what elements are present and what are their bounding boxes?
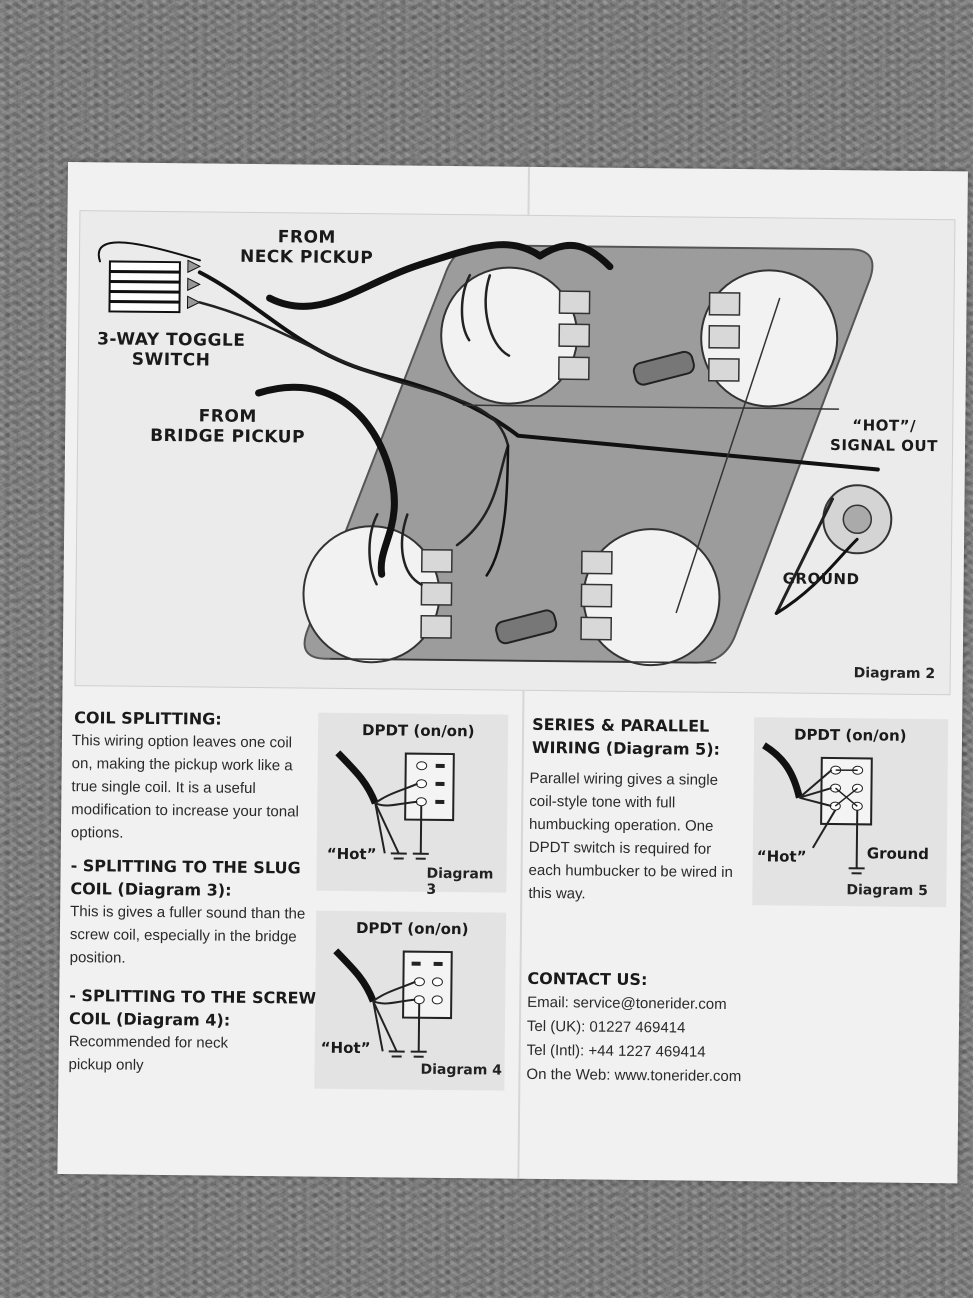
wiring-diagram: FROM NECK PICKUP 3-WAY TOGGLE SWITCH FRO… [74,210,956,696]
wires [97,241,880,664]
screw-coil-heading: - SPLITTING TO THE SCREW COIL (Diagram 4… [68,986,317,1030]
diagram-5: DPDT (on/on) “Hot” Ground Diagram 5 [752,717,949,908]
bridge-volume-pot [302,525,441,664]
bridge-tone-capacitor [495,609,558,645]
diagram-4-caption: Diagram 4 [420,1061,503,1079]
series-parallel-heading: SERIES & PARALLEL WIRING (Diagram 5): [531,714,721,759]
contact-tel-intl: Tel (Intl): +44 1227 469414 [526,1041,706,1061]
toggle-switch-label: 3-WAY TOGGLE SWITCH [97,329,246,371]
diagram-4: DPDT (on/on) “Hot” Diagram 4 [314,910,507,1091]
diagram-3: DPDT (on/on) “Hot” Diagram 3 [316,712,509,898]
screw-coil-body: Recommended for neck pickup only [68,1033,229,1074]
pot-lugs [420,290,741,641]
wiring-diagram-drawing [97,241,893,667]
toggle-switch-body [108,259,202,314]
slug-coil-body: This is gives a fuller sound than the sc… [69,903,306,967]
diagram-5-caption: Diagram 5 [846,882,928,900]
diagram-3-drawing [335,750,455,860]
diagram-2-caption: Diagram 2 [853,665,936,683]
from-neck-pickup-label: FROM NECK PICKUP [239,227,374,269]
contact-heading: CONTACT US: [527,968,648,990]
diagram-4-hot-label: “Hot” [320,1038,371,1058]
diagram-4-drawing [333,948,453,1058]
slug-coil-heading: - SPLITTING TO THE SLUG COIL (Diagram 3)… [70,856,301,900]
neck-tone-capacitor [632,350,695,386]
diagram-3-caption: Diagram 3 [426,865,494,898]
contact-tel-uk: Tel (UK): 01227 469414 [526,1017,686,1037]
ground-label: GROUND [782,569,860,589]
neck-volume-pot [440,266,579,405]
contact-email: Email: service@tonerider.com [527,993,727,1013]
diagram-3-hot-label: “Hot” [326,844,377,864]
coil-splitting-heading: COIL SPLITTING: [74,708,222,729]
diagram-5-ground-label: Ground [866,844,930,864]
diagram-5-hot-label: “Hot” [756,847,807,866]
diagram-5-drawing [762,742,873,875]
from-bridge-pickup-label: FROM BRIDGE PICKUP [150,406,306,448]
hot-signal-out-label: “HOT”/ SIGNAL OUT [829,416,938,456]
instruction-sheet: FROM NECK PICKUP 3-WAY TOGGLE SWITCH FRO… [57,162,968,1184]
contact-web: On the Web: www.tonerider.com [526,1065,742,1086]
series-parallel-body: Parallel wiring gives a single coil-styl… [528,769,733,903]
coil-splitting-body: This wiring option leaves one coil on, m… [70,732,299,842]
